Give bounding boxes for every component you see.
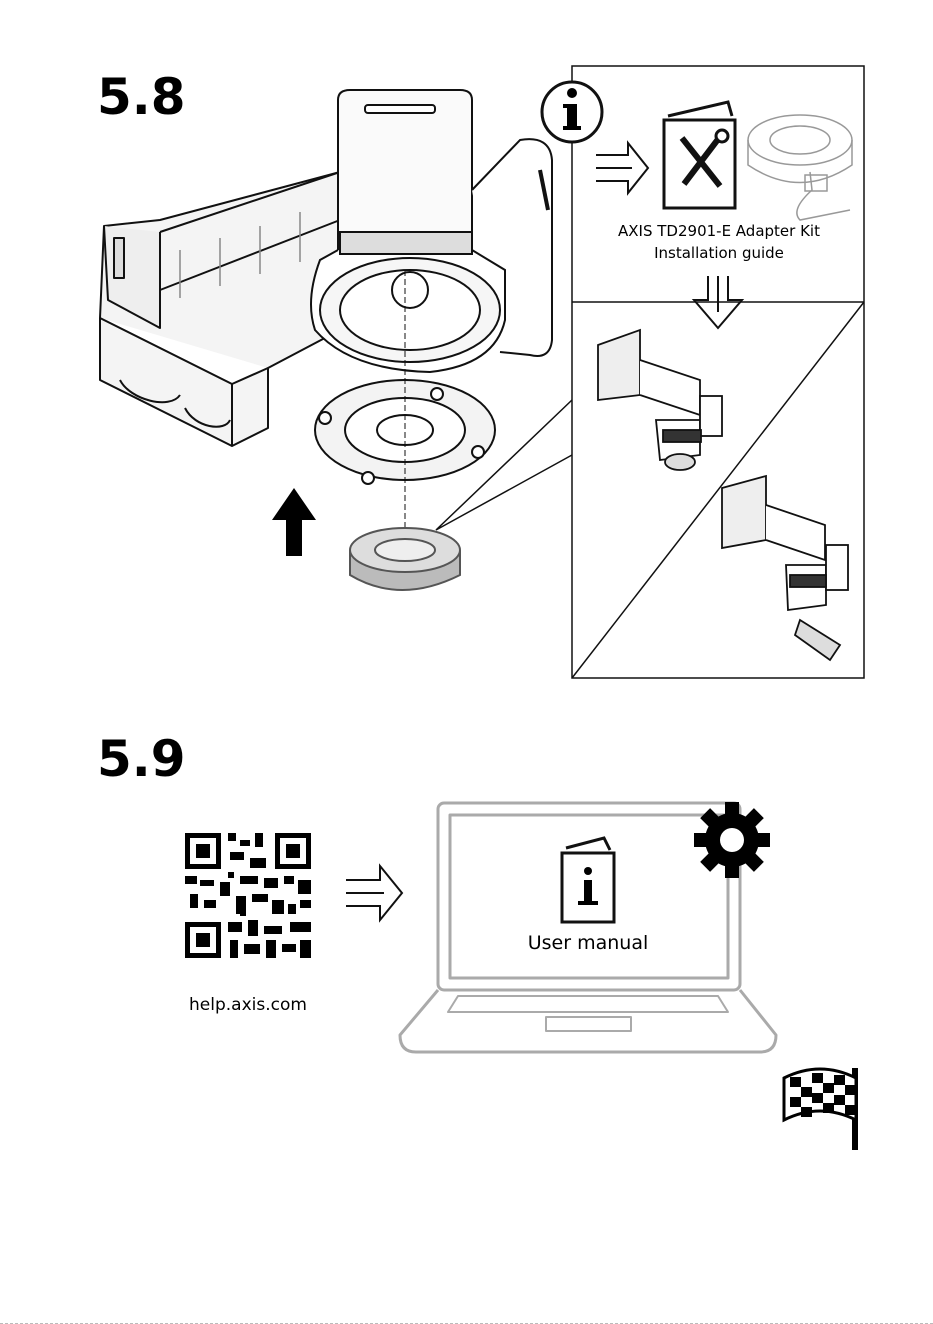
camera-housing-drawing	[311, 90, 552, 372]
finish-flag-icon	[784, 1068, 858, 1150]
gear-icon	[694, 802, 770, 878]
step-5-8-illustration	[0, 0, 933, 700]
qr-code-icon	[185, 833, 311, 958]
guide-title: AXIS TD2901-E Adapter Kit	[574, 222, 864, 241]
step-5-9-illustration	[0, 700, 933, 1170]
help-link[interactable]: help.axis.com	[189, 995, 307, 1015]
info-icon	[542, 82, 602, 142]
arrow-right-icon-2	[346, 866, 402, 920]
arrow-up-icon	[272, 488, 316, 556]
guide-subtitle: Installation guide	[574, 244, 864, 263]
user-manual-label: User manual	[500, 932, 676, 954]
grey-cap-drawing	[350, 528, 460, 590]
wall-bracket-drawing	[100, 172, 340, 446]
